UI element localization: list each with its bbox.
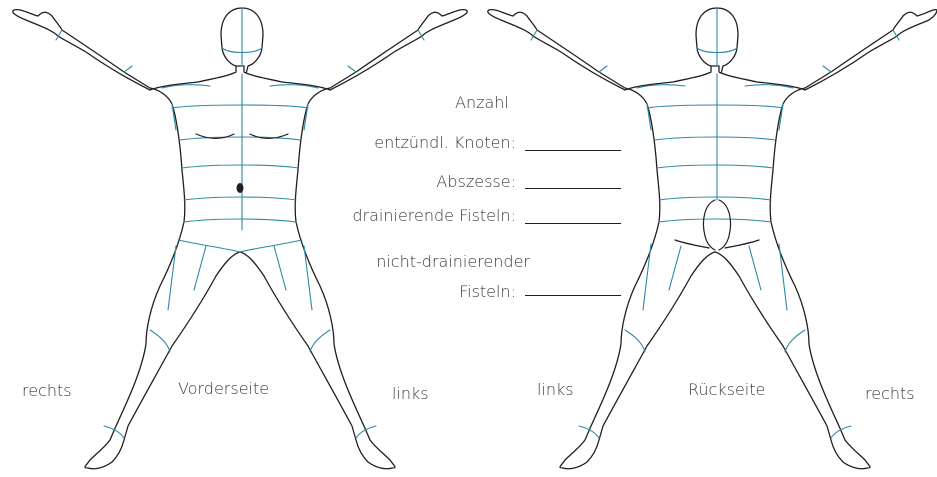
abscesses-field[interactable] <box>525 188 621 189</box>
back-left-side-label: links <box>537 380 574 399</box>
non-draining-fistulas-label-line1: nicht-drainierender <box>376 252 530 271</box>
counts-heading: Anzahl <box>455 93 509 112</box>
front-view-label: Vorderseite <box>178 379 269 398</box>
front-left-side-label: links <box>392 384 429 403</box>
inflammatory-nodules-label: entzündl. Knoten: <box>374 133 516 152</box>
abscesses-label: Abszesse: <box>436 172 516 191</box>
draining-fistulas-label: drainierende Fisteln: <box>352 206 516 225</box>
navel <box>237 183 244 193</box>
non-draining-fistulas-field[interactable] <box>525 295 621 296</box>
draining-fistulas-field[interactable] <box>525 223 621 224</box>
inflammatory-nodules-field[interactable] <box>525 150 621 151</box>
back-view-label: Rückseite <box>688 380 765 399</box>
front-body-diagram <box>0 0 480 477</box>
non-draining-fistulas-label-line2: Fisteln: <box>459 282 516 301</box>
back-right-side-label: rechts <box>865 384 915 403</box>
front-right-side-label: rechts <box>22 381 72 400</box>
back-body-diagram <box>457 0 937 477</box>
